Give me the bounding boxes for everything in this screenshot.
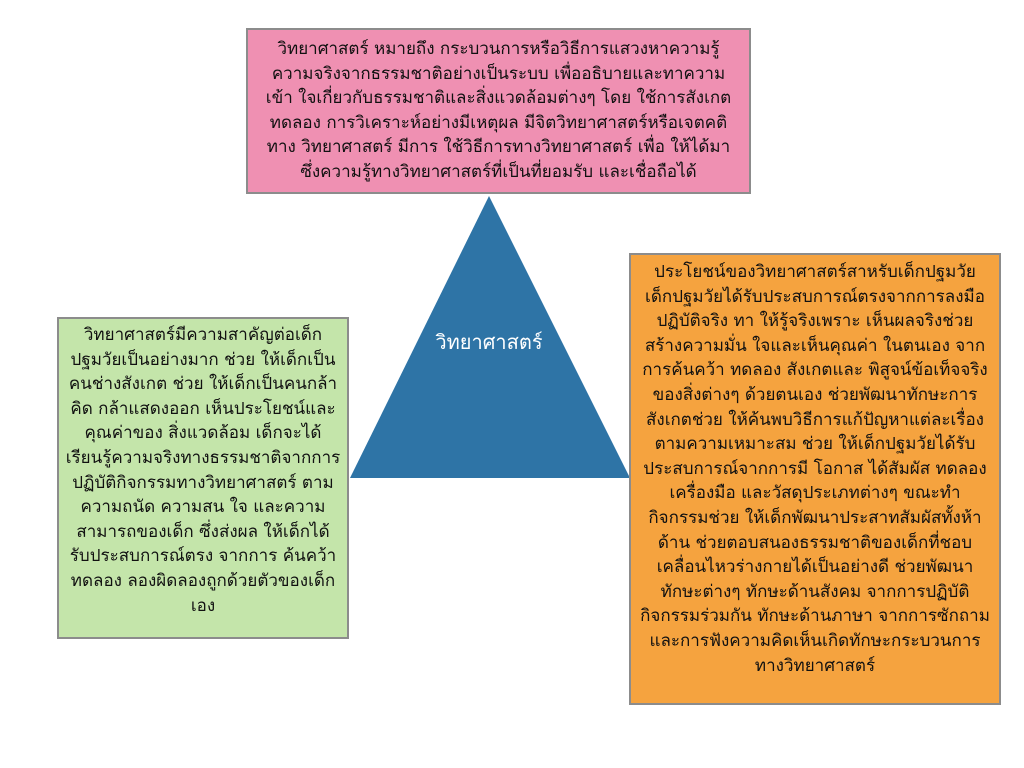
- text-line: ปฏิบัติจริง ทา ให้รู้จริงเพราะ เห็นผลจริ…: [656, 311, 974, 332]
- text-line: เข้า ใจเกี่ยวกับธรรมชาติและสิ่งแวดล้อมต่…: [265, 88, 732, 109]
- text-line: ทาง วิทยาศาสตร์ มีการ ใช้วิธีการทางวิทยา…: [266, 137, 731, 158]
- text-line: สร้างความมั่น ใจและเห็นคุณค่า ในตนเอง จา…: [644, 335, 986, 356]
- text-line: วิทยาศาสตร์ หมายถึง กระบวนการหรือวิธีการ…: [277, 39, 720, 59]
- text-line: ความถนัด ความสน ใจ และความ: [80, 497, 326, 518]
- text-line: รับประสบการณ์ตรง จากการ ค้นคว้า: [69, 546, 337, 567]
- text-line: เรียนรู้ความจริงทางธรรมชาติจากการ: [65, 447, 341, 468]
- text-line: เอง: [190, 595, 216, 616]
- text-line: ซึ่งความรู้ทางวิทยาศาสตร์ที่เป็นที่ยอมรั…: [300, 161, 697, 182]
- text-line: คนช่างสังเกต ช่วย ให้เด็กเป็นคนกล้า: [68, 374, 338, 395]
- text-line: เด็กปฐมวัยได้รับประสบการณ์ตรงจากการลงมือ: [645, 286, 985, 307]
- text-line: สังเกตช่วย ให้ค้นพบวิธีการแก้ปัญหาแต่ละเ…: [646, 409, 984, 430]
- text-line: ทางวิทยาศาสตร์: [754, 655, 876, 676]
- text-line: คิด กล้าแสดงออก เห็นประโยชน์และ: [70, 398, 336, 419]
- definition-box: วิทยาศาสตร์ หมายถึง กระบวนการหรือวิธีการ…: [246, 28, 751, 194]
- text-line: และการฟังความคิดเห็นเกิดทักษะกระบวนการ: [649, 630, 981, 651]
- text-line: เครื่องมือ และวัสดุประเภทต่างๆ ขณะทำ: [669, 483, 961, 504]
- text-line: การค้นคว้า ทดลอง สังเกตและ พิสูจน์ข้อเท็…: [642, 360, 988, 381]
- text-line: ตามความเหมาะสม ช่วย ให้เด็กปฐมวัยได้รับ: [654, 434, 976, 455]
- text-line: ของสิ่งต่างๆ ด้วยตนเอง ช่วยพัฒนาทักษะการ: [652, 384, 978, 405]
- text-line: ประโยชน์ของวิทยาศาสตร์สาหรับเด็กปฐมวัย: [654, 262, 976, 282]
- text-line: กิจกรรมร่วมกัน ทักษะด้านภาษา จากการซักถา…: [640, 606, 990, 627]
- text-line: วิทยาศาสตร์มีความสาคัญต่อเด็ก: [83, 325, 323, 345]
- text-line: เคลื่อนไหวร่างกายได้เป็นอย่างดี ช่วยพัฒน…: [656, 557, 974, 578]
- text-line: ทดลอง การวิเคราะห์อย่างมีเหตุผล มีจิตวิท…: [269, 112, 728, 133]
- text-line: ความจริงจากธรรมชาติอย่างเป็นระบบ เพื่ออธ…: [271, 63, 726, 84]
- text-line: กิจกรรมช่วย ให้เด็กพัฒนาประสาทสัมผัสทั้ง…: [648, 507, 982, 528]
- text-line: คุณค่าของ สิ่งแวดล้อม เด็กจะได้: [84, 423, 322, 444]
- text-line: ปฐมวัยเป็นอย่างมาก ช่วย ให้เด็กเป็น: [70, 349, 336, 370]
- center-label: วิทยาศาสตร์: [435, 330, 543, 354]
- text-line: ปฏิบัติกิจกรรมทางวิทยาศาสตร์ ตาม: [72, 472, 334, 493]
- text-line: ด้าน ช่วยตอบสนองธรรมชาติของเด็กที่ชอบ: [657, 532, 973, 553]
- text-line: สามารถของเด็ก ซึ่งส่งผล ให้เด็กได้: [76, 521, 330, 542]
- text-line: ทดลอง ลองผิดลองถูกด้วยตัวของเด็ก: [70, 570, 336, 591]
- text-line: ประสบการณ์จากการมี โอกาส ได้สัมผัส ทดลอง: [643, 458, 987, 479]
- triangle-shape: [350, 196, 630, 478]
- benefits-box: ประโยชน์ของวิทยาศาสตร์สาหรับเด็กปฐมวัยเด…: [629, 253, 1001, 705]
- importance-box: วิทยาศาสตร์มีความสาคัญต่อเด็กปฐมวัยเป็นอ…: [57, 317, 349, 639]
- text-line: ทักษะต่างๆ ทักษะด้านสังคม จากการปฏิบัติ: [660, 581, 970, 602]
